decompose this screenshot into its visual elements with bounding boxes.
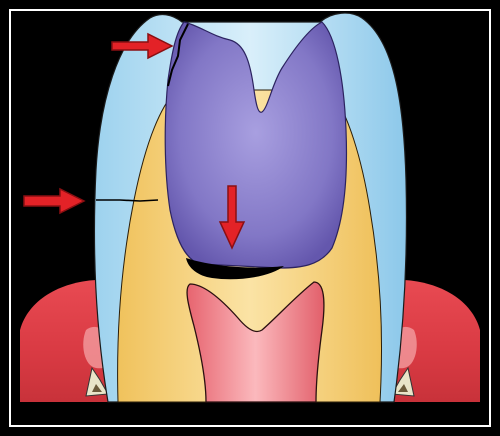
- tooth-illustration: [0, 0, 500, 436]
- tooth-diagram: [0, 0, 500, 436]
